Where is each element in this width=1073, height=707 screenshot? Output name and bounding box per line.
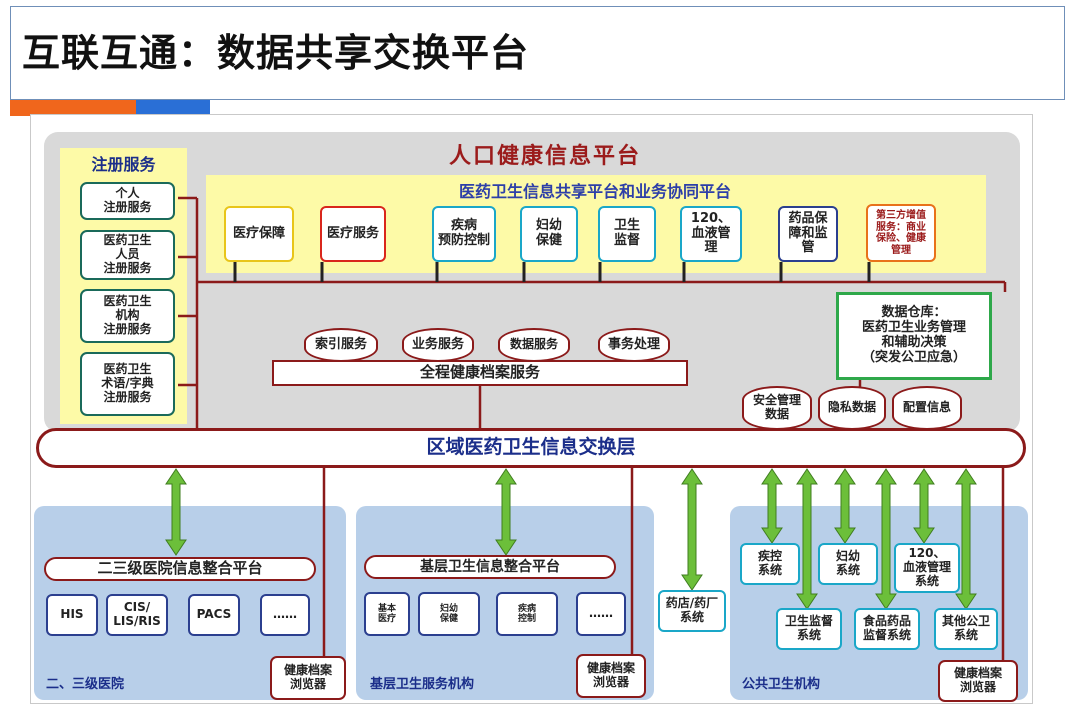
service-cylinder: 业务服务 [402,328,474,362]
public-health-system-box: 120、 血液管理 系统 [894,543,960,593]
hospital-system-box: PACS [188,594,240,636]
hospital-integration-platform: 二三级医院信息整合平台 [44,557,316,581]
registration-item: 医药卫生 术语/字典 注册服务 [80,352,175,416]
public-health-system-box: 其他公卫 系统 [934,608,998,650]
public-health-system-box: 疾控 系统 [740,543,800,585]
primary-system-box: …… [576,592,626,636]
public-health-system-box: 食品药品 监督系统 [854,608,920,650]
security-cylinder: 安全管理 数据 [742,386,812,430]
collab-title: 医药卫生信息共享平台和业务协同平台 [458,181,731,201]
security-cylinder: 配置信息 [892,386,962,430]
registration-item: 个人 注册服务 [80,182,175,220]
hospital-system-box: …… [260,594,310,636]
primary-integration-platform: 基层卫生信息整合平台 [364,555,616,579]
public-health-system-box: 卫生监督 系统 [776,608,842,650]
primary-system-box: 基本 医疗 [364,592,410,636]
collab-item: 第三方增值 服务：商业 保险、健康 管理 [866,204,936,262]
hospital-system-box: CIS/ LIS/RIS [106,594,168,636]
collab-item: 卫生 监督 [598,206,656,262]
service-cylinder: 事务处理 [598,328,670,362]
primary-record-browser: 健康档案 浏览器 [576,654,646,698]
primary-system-box: 疾病 控制 [496,592,558,636]
registration-item: 医药卫生 人员 注册服务 [80,230,175,280]
registration-title: 注册服务 [91,154,156,174]
exchange-layer: 区域医药卫生信息交换层 [36,428,1026,468]
hospital-system-box: HIS [46,594,98,636]
collab-item: 医疗保障 [224,206,294,262]
collab-item: 妇幼 保健 [520,206,578,262]
data-warehouse: 数据仓库： 医药卫生业务管理 和辅助决策 （突发公卫应急） [836,292,992,380]
public-health-label: 公共卫生机构 [742,676,821,692]
registration-item: 医药卫生 机构 注册服务 [80,289,175,343]
hospital-label: 二、三级医院 [46,676,125,692]
platform-title: 人口健康信息平台 [448,144,641,170]
pharmacy-system: 药店/药厂 系统 [658,590,726,632]
slide-title: 互联互通：数据共享交换平台 [22,31,530,75]
collab-item: 120、 血液管 理 [680,206,742,262]
primary-label: 基层卫生服务机构 [370,676,475,692]
hospital-record-browser: 健康档案 浏览器 [270,656,346,700]
accent-bar-orange [10,100,136,116]
collab-item: 疾病 预防控制 [432,206,496,262]
security-cylinder: 隐私数据 [818,386,886,430]
title-bar [10,6,1065,100]
primary-system-box: 妇幼 保健 [418,592,480,636]
collab-item: 医疗服务 [320,206,386,262]
public-health-system-box: 妇幼 系统 [818,543,878,585]
collab-item: 药品保 障和监 管 [778,206,838,262]
service-cylinder: 数据服务 [498,328,570,362]
public-health-record-browser: 健康档案 浏览器 [938,660,1018,702]
archive-service-bar: 全程健康档案服务 [272,360,688,386]
accent-bar-blue [136,100,210,116]
service-cylinder: 索引服务 [304,328,378,362]
